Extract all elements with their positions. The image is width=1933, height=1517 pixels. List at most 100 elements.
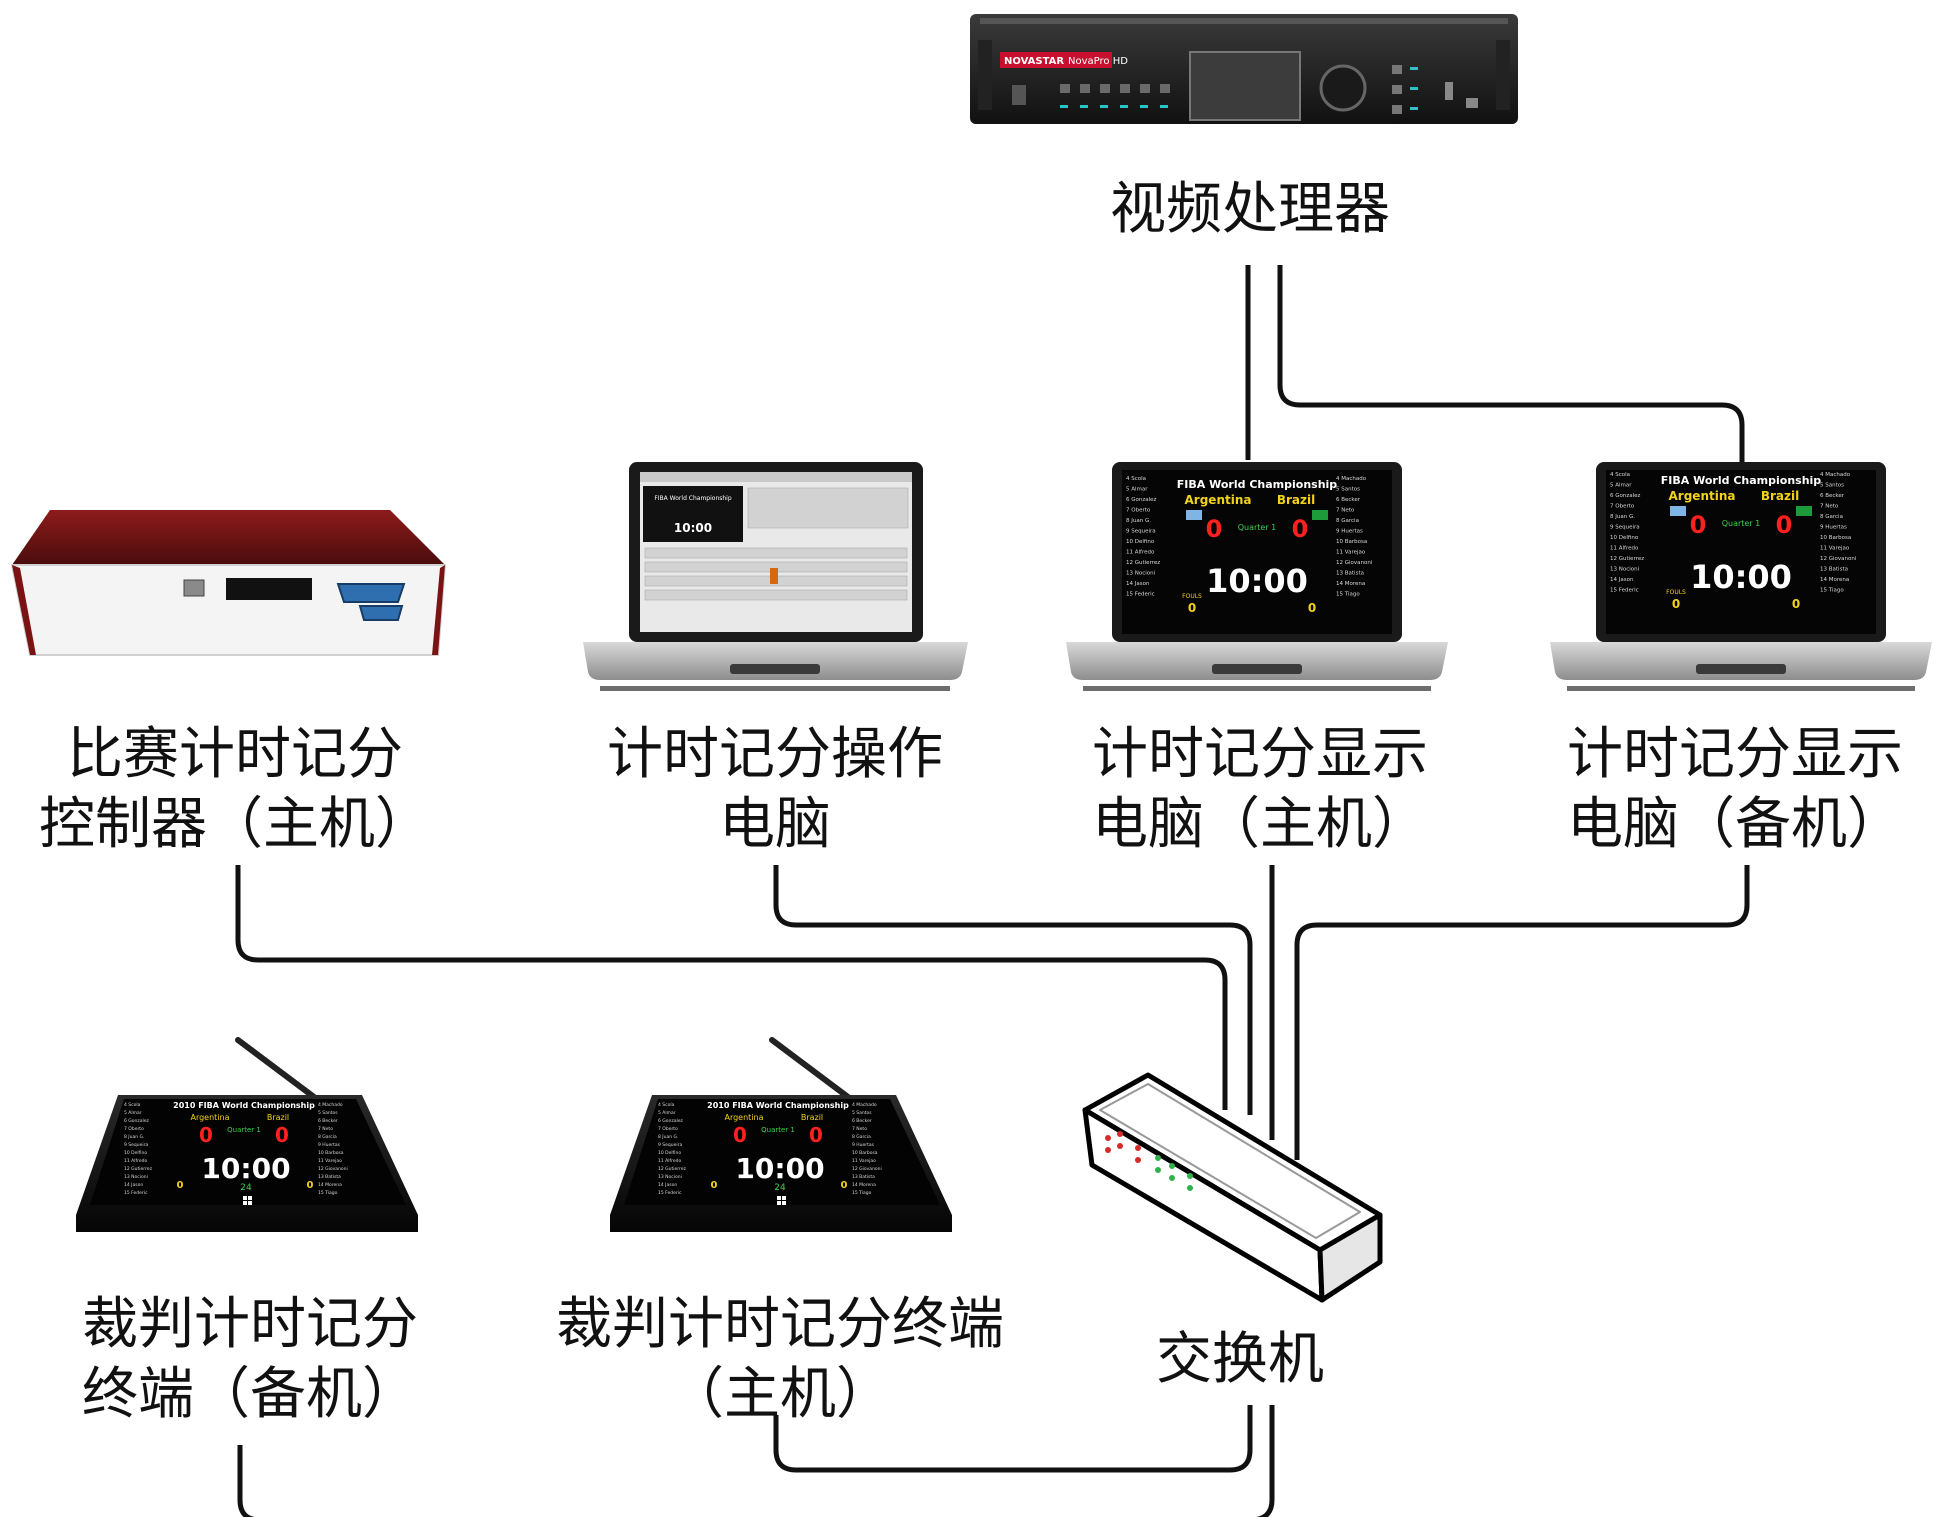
roster-player: 15 Federic bbox=[658, 1190, 682, 1196]
roster-player: 4 Machado bbox=[1820, 472, 1851, 478]
roster-player: 8 Juan G. bbox=[124, 1134, 144, 1140]
label-switch: 交换机 bbox=[1156, 1327, 1324, 1392]
processor-model: NovaPro HD bbox=[1068, 56, 1128, 67]
sb-fouls-label-main: FOULS bbox=[1182, 593, 1202, 600]
sb-fouls-label-backup: FOULS bbox=[1666, 589, 1686, 596]
processor-screen-icon bbox=[1189, 51, 1301, 121]
roster-player: 15 Tiago bbox=[1336, 592, 1360, 598]
sb-score-b-main: 0 bbox=[1292, 515, 1309, 543]
roster-player: 12 Giovanoni bbox=[1820, 556, 1857, 562]
processor-knob-icon bbox=[1319, 64, 1367, 112]
operator-laptop: FIBA World Championship 10:00 bbox=[583, 462, 968, 691]
roster-player: 10 Delfino bbox=[124, 1150, 147, 1156]
roster-player: 6 Gonzalez bbox=[658, 1118, 684, 1124]
roster-player: 12 Giovanoni bbox=[852, 1166, 882, 1172]
roster-player: 4 Scola bbox=[1610, 472, 1630, 478]
roster-player: 7 Oberto bbox=[124, 1126, 144, 1132]
tab-score-a-main: 0 bbox=[733, 1123, 747, 1147]
tab-score-b-backup: 0 bbox=[275, 1123, 289, 1147]
label-video-processor: 视频处理器 bbox=[1110, 177, 1390, 242]
tablet-screen-backup bbox=[90, 1099, 406, 1205]
windows-icon bbox=[777, 1196, 786, 1205]
roster-player: 14 Morena bbox=[852, 1182, 876, 1188]
tab-fouls-b-backup: 0 bbox=[307, 1180, 314, 1191]
tab-period-backup: Quarter 1 bbox=[227, 1126, 261, 1134]
roster-player: 13 Nocioni bbox=[124, 1174, 148, 1180]
roster-player: 5 Santos bbox=[1336, 487, 1360, 493]
line-ref-main-to-switch bbox=[773, 1405, 1253, 1473]
tab-shot-clock-main: 24 bbox=[774, 1183, 786, 1193]
roster-player: 11 Varejao bbox=[852, 1158, 876, 1164]
roster-player: 6 Becker bbox=[318, 1118, 338, 1124]
sb-fouls-b-backup: 0 bbox=[1792, 597, 1800, 611]
label-controller: 比赛计时记分 控制器（主机） bbox=[39, 722, 431, 857]
roster-player: 6 Gonzalez bbox=[124, 1118, 150, 1124]
roster-player: 11 Varejao bbox=[1820, 546, 1850, 552]
scoreboard-screen-backup bbox=[1606, 470, 1876, 634]
network-switch-device bbox=[1082, 1072, 1383, 1303]
roster-player: 11 Alfredo bbox=[1126, 550, 1155, 556]
label-referee-backup: 裁判计时记分 终端（备机） bbox=[82, 1292, 418, 1427]
tab-score-b-main: 0 bbox=[809, 1123, 823, 1147]
roster-player: 10 Barbosa bbox=[1336, 539, 1367, 545]
roster-player: 10 Barbosa bbox=[852, 1150, 878, 1156]
roster-player: 12 Gutierrez bbox=[124, 1166, 153, 1172]
roster-player: 8 Juan G. bbox=[658, 1134, 678, 1140]
ethernet-port-icon bbox=[183, 579, 205, 597]
roster-player: 8 Garcia bbox=[318, 1134, 337, 1140]
windows-icon bbox=[243, 1196, 252, 1205]
line-controller-to-switch bbox=[235, 865, 1228, 1110]
roster-player: 14 Jason bbox=[1126, 581, 1150, 587]
op-screen-title: FIBA World Championship bbox=[654, 495, 732, 502]
serial-port-icon-2 bbox=[358, 605, 404, 621]
roster-player: 11 Alfredo bbox=[658, 1158, 681, 1164]
sb-fouls-a-backup: 0 bbox=[1672, 597, 1680, 611]
tab-fouls-a-backup: 0 bbox=[177, 1180, 184, 1191]
roster-player: 13 Nocioni bbox=[1610, 567, 1640, 573]
line-op-pc-to-switch bbox=[773, 865, 1253, 1115]
video-processor-device: NOVASTAR NovaPro HD bbox=[970, 14, 1518, 124]
brazil-flag-icon bbox=[1796, 506, 1812, 516]
roster-player: 10 Delfino bbox=[1610, 535, 1639, 541]
roster-player: 7 Neto bbox=[1820, 504, 1839, 510]
sb-period-main: Quarter 1 bbox=[1238, 523, 1277, 532]
sb-fouls-a-main: 0 bbox=[1188, 601, 1196, 615]
roster-player: 7 Neto bbox=[852, 1126, 867, 1132]
roster-player: 5 Almar bbox=[124, 1110, 142, 1116]
roster-player: 9 Huertas bbox=[1820, 525, 1847, 531]
display-laptop-backup: FIBA World Championship Argentina Brazil… bbox=[1550, 462, 1932, 691]
roster-player: 11 Varejao bbox=[318, 1158, 342, 1164]
roster-player: 12 Gutierrez bbox=[1610, 556, 1644, 562]
referee-tablet-main: 2010 FIBA World Championship Argentina B… bbox=[610, 1037, 952, 1232]
roster-player: 13 Batista bbox=[1820, 567, 1848, 573]
roster-player: 9 Sequeira bbox=[124, 1142, 148, 1148]
roster-player: 4 Machado bbox=[1336, 476, 1367, 482]
tab-team-b-main: Brazil bbox=[801, 1113, 823, 1122]
sb-fouls-b-main: 0 bbox=[1308, 601, 1316, 615]
roster-player: 13 Nocioni bbox=[658, 1174, 682, 1180]
roster-player: 5 Almar bbox=[1610, 483, 1632, 489]
roster-player: 8 Garcia bbox=[1336, 518, 1359, 524]
label-display-main: 计时记分显示 电脑（主机） bbox=[1092, 722, 1428, 857]
roster-player: 14 Jason bbox=[1610, 577, 1634, 583]
roster-player: 15 Tiago bbox=[1820, 588, 1844, 594]
roster-player: 6 Becker bbox=[852, 1118, 872, 1124]
controller-device bbox=[10, 510, 447, 656]
referee-tablet-backup: 2010 FIBA World Championship Argentina B… bbox=[76, 1037, 418, 1232]
line-ref-backup-to-switch bbox=[237, 1405, 1275, 1517]
sb-team-b-backup: Brazil bbox=[1761, 489, 1799, 503]
roster-player: 6 Becker bbox=[1820, 493, 1845, 499]
sb-team-a-main: Argentina bbox=[1185, 493, 1252, 507]
sb-score-a-backup: 0 bbox=[1690, 511, 1707, 539]
roster-player: 9 Sequeira bbox=[1126, 529, 1156, 535]
roster-player: 9 Huertas bbox=[852, 1142, 875, 1148]
roster-player: 8 Garcia bbox=[852, 1134, 871, 1140]
roster-player: 7 Oberto bbox=[1610, 504, 1635, 510]
roster-player: 15 Federic bbox=[1610, 588, 1639, 594]
display-slot-icon bbox=[226, 578, 312, 600]
